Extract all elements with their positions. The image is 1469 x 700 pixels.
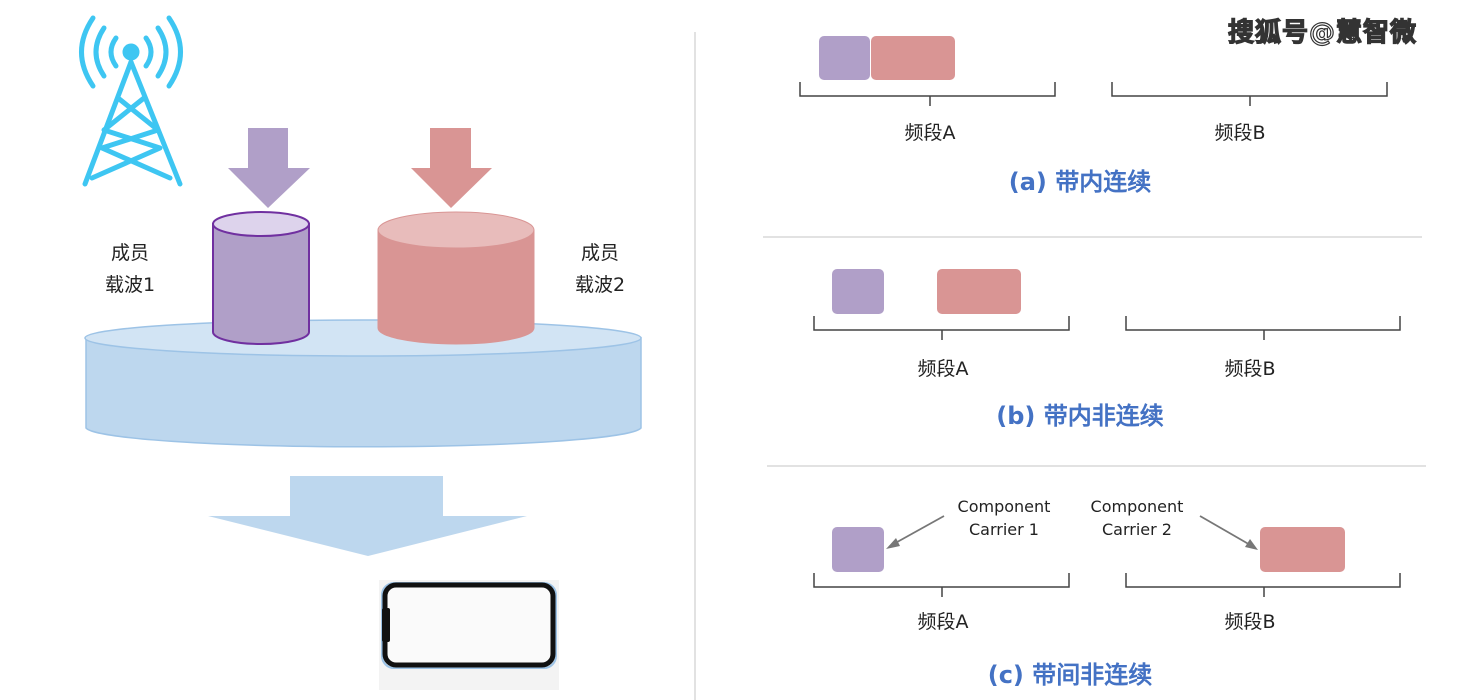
panel-b-band-a: 频段A bbox=[917, 358, 969, 380]
panel-a-title: (a) 带内连续 bbox=[1008, 168, 1152, 196]
panel-b-band-b: 频段B bbox=[1224, 358, 1276, 380]
panel-a-graphic bbox=[799, 36, 1388, 106]
phone-icon bbox=[379, 580, 559, 690]
panel-c-cc1-line2: Carrier 1 bbox=[969, 520, 1039, 539]
red-down-arrow bbox=[411, 128, 492, 208]
panel-c-graphic bbox=[813, 515, 1401, 597]
panel-a-band-b: 频段B bbox=[1214, 122, 1266, 144]
panel-c-band-a: 频段A bbox=[917, 611, 969, 633]
cc2-label-line2: 载波2 bbox=[574, 274, 626, 296]
cc1-label-line2: 载波1 bbox=[104, 274, 156, 296]
panel-c-cc2-label: Component Carrier 2 bbox=[1077, 495, 1197, 541]
panel-b-graphic bbox=[813, 269, 1401, 340]
panel-c-title: (c) 带间非连续 bbox=[987, 661, 1153, 689]
aggregated-down-arrow bbox=[208, 476, 527, 556]
cc2-label-line1: 成员 bbox=[580, 242, 619, 264]
cc1-label-line1: 成员 bbox=[110, 242, 149, 264]
component-carrier-2-cylinder bbox=[377, 211, 535, 345]
watermark: 搜狐号@慧智微 bbox=[1227, 17, 1418, 48]
panel-c-cc2-line2: Carrier 2 bbox=[1102, 520, 1172, 539]
panel-c-cc1-label: Component Carrier 1 bbox=[944, 495, 1064, 541]
panel-c-cc1-line1: Component bbox=[957, 497, 1051, 516]
panel-a-band-a: 频段A bbox=[904, 122, 956, 144]
panel-c-band-b: 频段B bbox=[1224, 611, 1276, 633]
panel-c-cc2-line1: Component bbox=[1090, 497, 1184, 516]
panel-b-title: (b) 带内非连续 bbox=[996, 402, 1164, 430]
component-carrier-1-cylinder bbox=[212, 211, 310, 345]
purple-down-arrow bbox=[228, 128, 310, 208]
aggregated-carrier-disc bbox=[84, 319, 642, 448]
cell-tower-icon bbox=[79, 15, 183, 187]
